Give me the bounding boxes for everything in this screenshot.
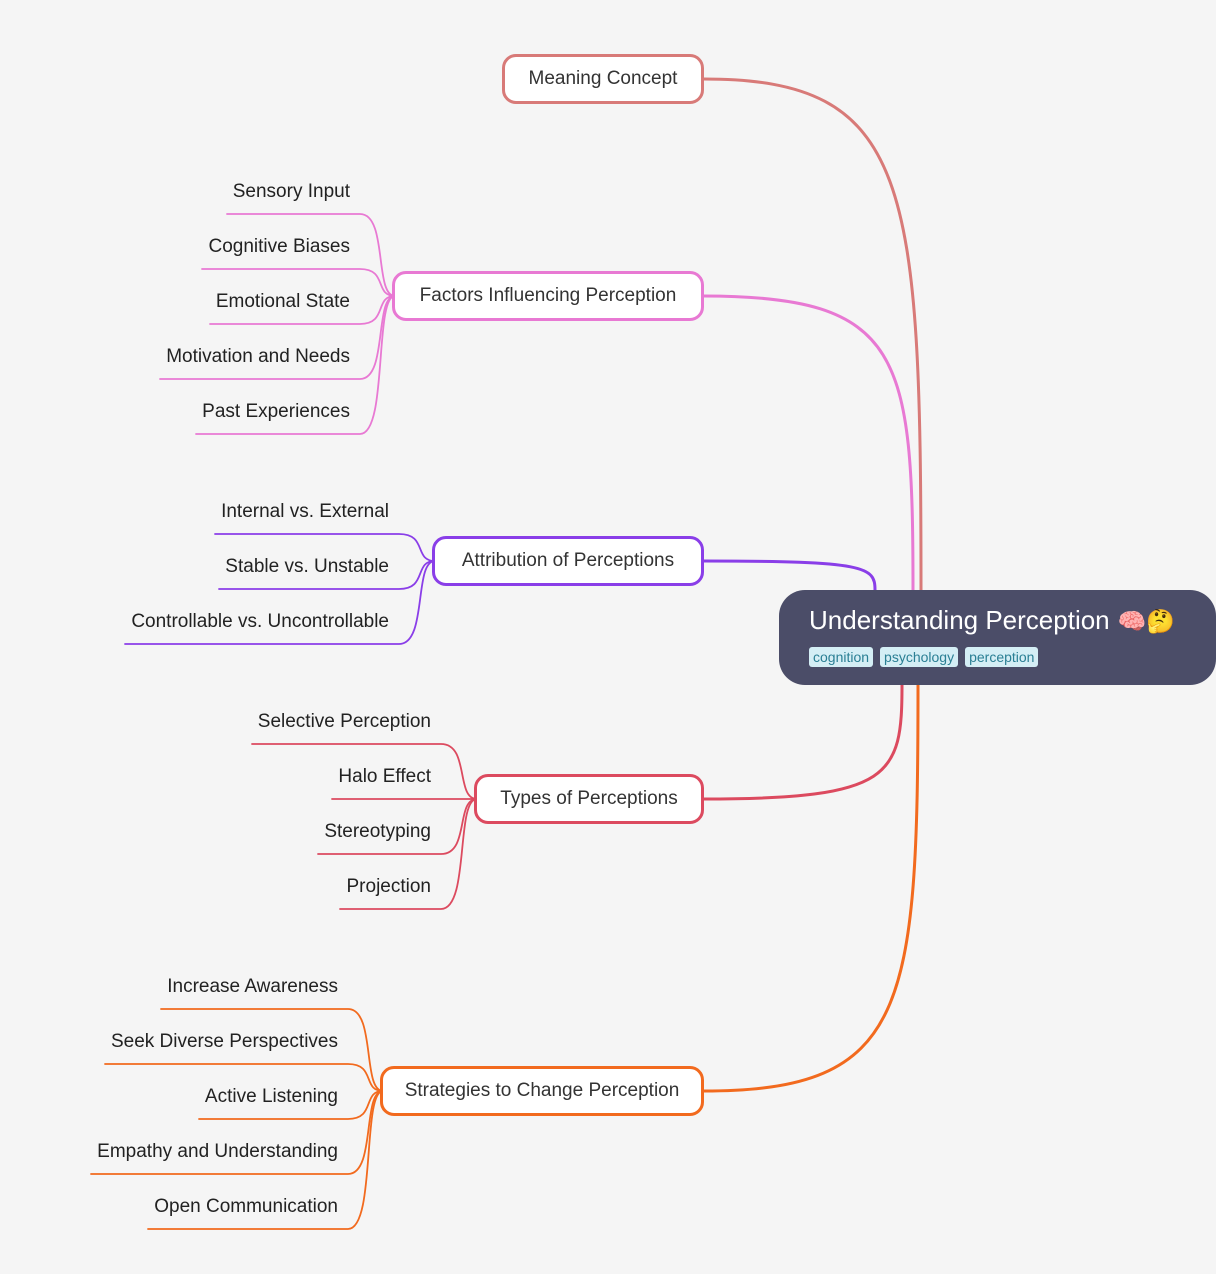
leaf-motivation-and-needs[interactable]: Motivation and Needs	[166, 346, 350, 367]
root-title-text: Understanding Perception	[809, 605, 1110, 635]
branch-label: Meaning Concept	[528, 68, 678, 89]
branch-node-types-of-perceptions[interactable]: Types of Perceptions	[474, 774, 704, 824]
leaf-connector-seek-diverse-perspectives	[104, 1063, 384, 1092]
root-tags: cognition psychology perception	[809, 647, 1216, 667]
branch-label: Types of Perceptions	[500, 788, 678, 809]
leaf-active-listening[interactable]: Active Listening	[204, 1086, 338, 1107]
leaf-connector-stable-vs-unstable	[218, 560, 436, 590]
leaf-emotional-state[interactable]: Emotional State	[215, 291, 350, 312]
leaf-increase-awareness[interactable]: Increase Awareness	[167, 976, 338, 997]
leaf-connector-internal-vs-external	[214, 533, 436, 562]
connector-types-of-perceptions	[702, 683, 904, 801]
brain-thinking-emoji-icon: 🧠🤔	[1117, 608, 1175, 634]
leaf-connector-cognitive-biases	[201, 268, 396, 297]
leaf-open-communication[interactable]: Open Communication	[154, 1196, 338, 1217]
tag-cognition[interactable]: cognition	[809, 647, 874, 667]
connector-factors-influencing-perception	[702, 294, 915, 592]
leaf-stable-vs-unstable[interactable]: Stable vs. Unstable	[225, 556, 389, 577]
leaf-connector-projection	[339, 798, 478, 910]
leaf-connector-past-experiences	[195, 295, 396, 435]
leaf-connector-sensory-input	[226, 213, 396, 297]
connector-meaning-concept	[702, 77, 923, 592]
root-title: Understanding Perception 🧠🤔	[809, 604, 1216, 637]
tag-psychology[interactable]: psychology	[880, 647, 959, 667]
leaf-connector-selective-perception	[251, 743, 478, 800]
leaf-past-experiences[interactable]: Past Experiences	[202, 401, 350, 422]
tag-perception[interactable]: perception	[965, 647, 1039, 667]
branch-label: Strategies to Change Perception	[404, 1080, 680, 1101]
branch-node-meaning-concept[interactable]: Meaning Concept	[502, 54, 704, 104]
leaf-connector-open-communication	[147, 1090, 384, 1230]
leaf-internal-vs-external[interactable]: Internal vs. External	[221, 501, 389, 522]
leaf-connector-active-listening	[198, 1090, 384, 1120]
leaf-seek-diverse-perspectives[interactable]: Seek Diverse Perspectives	[110, 1031, 338, 1052]
branch-label: Attribution of Perceptions	[461, 550, 675, 571]
branch-label: Factors Influencing Perception	[419, 285, 677, 306]
leaf-cognitive-biases[interactable]: Cognitive Biases	[208, 236, 350, 257]
leaf-connector-increase-awareness	[160, 1008, 384, 1092]
leaf-halo-effect[interactable]: Halo Effect	[338, 766, 431, 787]
branch-node-strategies-to-change-perception[interactable]: Strategies to Change Perception	[380, 1066, 704, 1116]
leaf-connector-controllable-vs-uncontrollable	[124, 560, 436, 645]
leaf-selective-perception[interactable]: Selective Perception	[257, 711, 431, 732]
root-node[interactable]: Understanding Perception 🧠🤔 cognition psy…	[779, 590, 1216, 685]
leaf-empathy-and-understanding[interactable]: Empathy and Understanding	[97, 1141, 338, 1162]
leaf-projection[interactable]: Projection	[346, 876, 432, 897]
branch-node-factors-influencing-perception[interactable]: Factors Influencing Perception	[392, 271, 704, 321]
leaf-stereotyping[interactable]: Stereotyping	[324, 821, 431, 842]
connector-strategies-to-change-perception	[702, 683, 920, 1093]
leaf-connector-emotional-state	[209, 295, 396, 325]
leaf-connector-stereotyping	[317, 798, 478, 855]
branch-node-attribution-of-perceptions[interactable]: Attribution of Perceptions	[432, 536, 704, 586]
leaf-controllable-vs-uncontrollable[interactable]: Controllable vs. Uncontrollable	[131, 611, 389, 632]
connector-attribution-of-perceptions	[702, 559, 877, 592]
leaf-sensory-input[interactable]: Sensory Input	[232, 181, 350, 202]
